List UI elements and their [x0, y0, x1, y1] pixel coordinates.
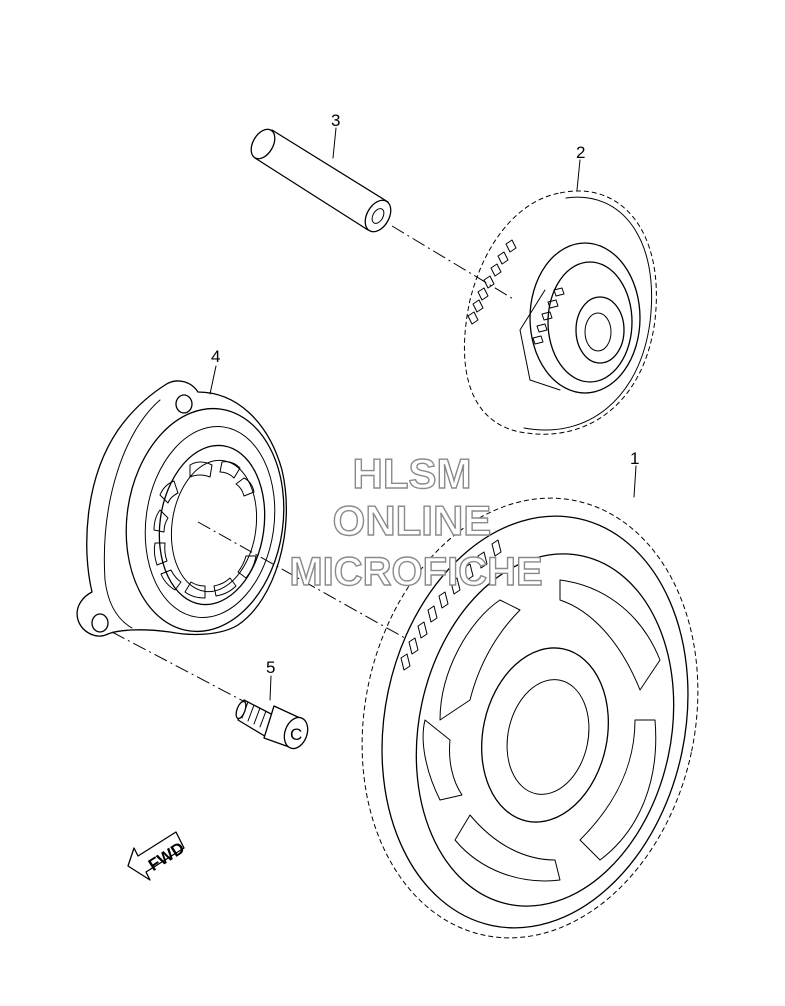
fwd-direction-arrow: FWD [127, 831, 188, 881]
bolt-part-5: C [111, 631, 309, 750]
part-number-5: 5 [266, 658, 275, 677]
leader-line-1 [633, 465, 637, 498]
ring-gear-part-1 [361, 465, 699, 939]
shaft-part-3 [250, 127, 516, 301]
leader-line-2 [576, 159, 581, 191]
watermark-line-1: HLSM [353, 450, 472, 497]
leader-line-4 [209, 365, 217, 395]
watermark: HLSM ONLINE MICROFICHE [289, 449, 544, 594]
watermark-line-3: MICROFICHE [289, 550, 542, 594]
bolt-marking-label: C [290, 725, 302, 744]
part-number-3: 3 [331, 111, 340, 130]
one-way-clutch-part-4 [76, 365, 413, 643]
idler-gear-part-2 [464, 159, 657, 435]
part-number-4: 4 [211, 347, 220, 366]
watermark-line-2: ONLINE [333, 497, 492, 544]
part-number-2: 2 [576, 143, 585, 162]
leader-line-3 [332, 127, 337, 159]
leader-line-5 [269, 675, 272, 701]
part-number-1: 1 [630, 449, 639, 468]
